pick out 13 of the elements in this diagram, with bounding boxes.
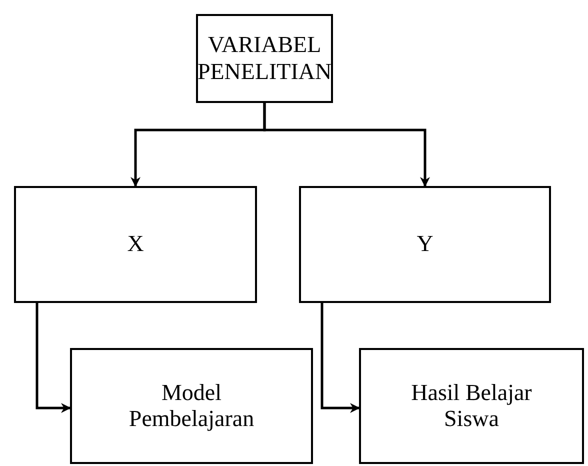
arrow	[36, 303, 71, 413]
arrow	[320, 303, 360, 413]
process-box	[70, 348, 313, 464]
box-label: VARIABEL PENELITIAN	[196, 32, 333, 85]
box-label: Hasil Belajar Siswa	[410, 380, 533, 432]
box-label: Y	[416, 231, 434, 258]
process-box	[359, 348, 584, 464]
box-label: X	[126, 231, 145, 258]
process-box	[299, 186, 551, 303]
arrow	[263, 103, 430, 187]
box-label: Model Pembelajaran	[128, 380, 256, 432]
process-box	[14, 186, 257, 303]
process-box	[196, 14, 333, 103]
